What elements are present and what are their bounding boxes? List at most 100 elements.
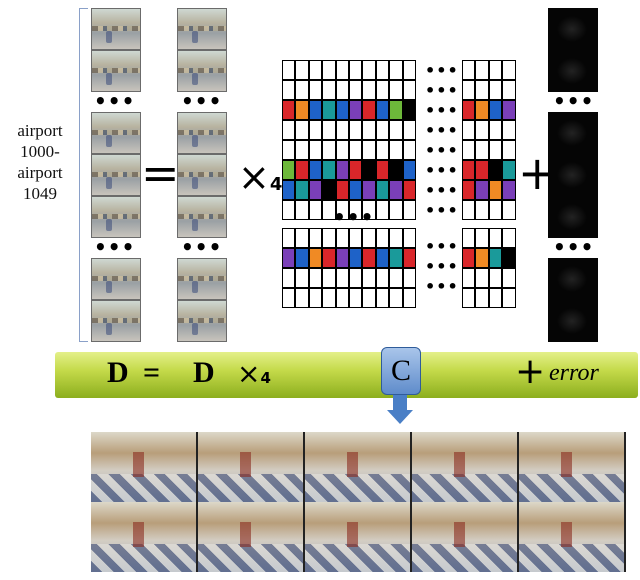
equation-bar [55, 352, 638, 398]
core-cell [349, 268, 363, 289]
core-cell [335, 140, 349, 161]
reconstructed-frame [519, 432, 626, 502]
core-cell [322, 120, 336, 141]
core-cell [389, 80, 403, 101]
core-cell [475, 228, 489, 249]
core-cell [488, 80, 503, 101]
core-cell [462, 228, 476, 249]
core-cell [362, 288, 376, 309]
core-cell [389, 140, 403, 161]
core-cell [295, 228, 309, 249]
core-cell [502, 268, 516, 289]
core-cell [402, 268, 416, 289]
bar-plus: + [515, 351, 546, 392]
core-cell [502, 80, 516, 101]
core-cell [488, 140, 503, 161]
error-frame [548, 258, 598, 300]
core-cell [475, 80, 489, 101]
core-cell [282, 200, 296, 221]
core-cell [375, 160, 390, 181]
core-cell [308, 180, 323, 201]
reconstructed-frame [412, 432, 519, 502]
bar-error-label: error [549, 360, 599, 386]
dataset-label-line1: airport [17, 121, 63, 140]
reconstructed-frame [305, 432, 412, 502]
core-cell [389, 180, 403, 201]
core-cell [322, 140, 336, 161]
core-cell [349, 180, 363, 201]
mode-product-sign: ×4 [238, 158, 282, 204]
core-cell [488, 120, 503, 141]
bar-mode-subscript: 4 [260, 369, 271, 387]
core-cell [462, 268, 476, 289]
core-cell [488, 268, 503, 289]
core-cell [488, 60, 503, 81]
core-cell [335, 288, 349, 309]
core-cell [502, 140, 516, 161]
core-cell [462, 100, 476, 121]
video-frame [177, 50, 227, 92]
core-cell [402, 80, 416, 101]
video-frame [91, 258, 141, 300]
core-cell [308, 160, 323, 181]
core-cell [349, 248, 363, 269]
core-cell [295, 200, 309, 221]
core-cell [362, 160, 376, 181]
core-cell [375, 140, 390, 161]
bar-equals: = [143, 356, 161, 389]
core-cell [282, 288, 296, 309]
times-symbol: × [238, 155, 270, 199]
core-cell [349, 80, 363, 101]
ellipsis: ••• [425, 277, 459, 296]
core-cell [475, 288, 489, 309]
ellipsis: ••• [425, 201, 459, 220]
core-cell [308, 140, 323, 161]
core-cell [322, 100, 336, 121]
ellipsis: ••• [181, 89, 223, 113]
reconstructed-frame [305, 502, 412, 572]
core-cell [322, 60, 336, 81]
core-cell [282, 140, 296, 161]
error-frame [548, 50, 598, 92]
core-cell [362, 228, 376, 249]
core-cell [295, 60, 309, 81]
core-cell [402, 120, 416, 141]
reconstructed-frame [198, 502, 305, 572]
core-cell [295, 80, 309, 101]
video-frame [91, 196, 141, 238]
video-frame [177, 112, 227, 154]
ellipsis: ••• [333, 205, 375, 229]
core-cell [295, 288, 309, 309]
core-cell [475, 160, 489, 181]
core-cell [375, 100, 390, 121]
ellipsis: ••• [425, 181, 459, 200]
core-cell [402, 140, 416, 161]
core-cell [402, 180, 416, 201]
dataset-label-line3: airport [17, 163, 63, 182]
core-cell [402, 200, 416, 221]
core-cell [389, 60, 403, 81]
core-cell [402, 248, 416, 269]
core-cell [349, 160, 363, 181]
core-cell [295, 140, 309, 161]
core-cell [295, 100, 309, 121]
video-frame [91, 300, 141, 342]
bar-d-left: D [107, 356, 129, 389]
core-cell [375, 80, 390, 101]
core-cell [375, 60, 390, 81]
core-c-box: C [381, 347, 421, 395]
core-cell [282, 268, 296, 289]
core-cell [282, 100, 296, 121]
core-cell [462, 248, 476, 269]
core-cell [462, 140, 476, 161]
core-cell [462, 60, 476, 81]
core-cell [282, 180, 296, 201]
core-cell [502, 120, 516, 141]
core-cell [308, 80, 323, 101]
video-frame [177, 154, 227, 196]
ellipsis: ••• [425, 237, 459, 256]
ellipsis: ••• [94, 89, 136, 113]
bar-mode-product: ×4 [237, 359, 271, 393]
core-cell [389, 120, 403, 141]
ellipsis: ••• [425, 141, 459, 160]
